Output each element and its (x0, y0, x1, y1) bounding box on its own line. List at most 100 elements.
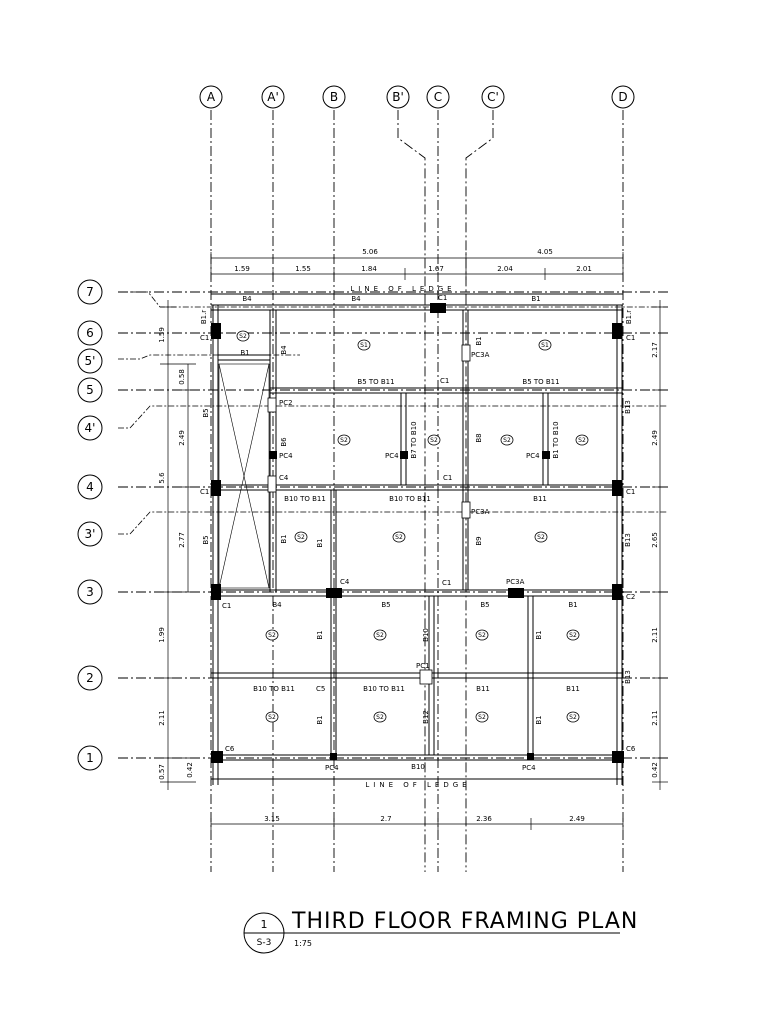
slab-tag-s2: S2 (500, 434, 514, 446)
column-outline (419, 669, 433, 685)
column (508, 588, 524, 598)
beam-label: B10 TO B11 (363, 685, 405, 693)
beam-label: B1 (475, 336, 483, 345)
dim-top-seg: 1.84 (361, 265, 377, 273)
column-label: PC4 (526, 452, 540, 460)
sheet-number: S-3 (257, 938, 272, 948)
ledge-lines: LINE OF LEDGE LINE OF LEDGE (211, 285, 623, 789)
dim-left: 1.99 (158, 627, 166, 643)
svg-text:S2: S2 (569, 632, 577, 639)
column-label: C5 (316, 685, 325, 693)
slab-tag-s2: S2 (392, 531, 406, 543)
dim-right: 2.17 (651, 342, 659, 358)
beam-label: B12 (422, 710, 430, 724)
column-label: C1 (626, 334, 635, 342)
dim-top-seg: 2.01 (576, 265, 592, 273)
svg-text:S2: S2 (430, 437, 438, 444)
column-label: PC3A (471, 351, 490, 359)
slab-tag-s2: S2 (534, 531, 548, 543)
svg-text:S2: S2 (239, 333, 247, 340)
column-label: C1 (438, 294, 447, 302)
slab-tags: S2 S1 S1 S2 S2 S2 S2 S2 S2 S2 S2 S2 S2 S… (236, 330, 589, 723)
beam-label: B10 TO B11 (389, 495, 431, 503)
grid-label-a: A (207, 90, 216, 104)
grid-label-2: 2 (86, 671, 94, 685)
column-label: PC2 (279, 399, 293, 407)
beam-label: B1 (280, 534, 288, 543)
grid-label-4-prime: 4' (85, 421, 96, 435)
beams (211, 304, 623, 785)
svg-text:S2: S2 (376, 632, 384, 639)
slab-tag-s2: S2 (575, 434, 589, 446)
grid-label-1: 1 (86, 751, 94, 765)
column (612, 584, 622, 600)
beam-label: B4 (272, 601, 282, 609)
column-label: C2 (626, 593, 635, 601)
grid-label-3: 3 (86, 585, 94, 599)
slab-tag-s2: S2 (475, 629, 489, 641)
dim-left: 2.49 (178, 430, 186, 446)
beam-label: B6 (280, 437, 288, 447)
beam-label: B9 (475, 536, 483, 545)
slab-tag-s2: S2 (373, 711, 387, 723)
beam-label: B5 (480, 601, 489, 609)
beam-label: B1 (531, 295, 540, 303)
column (211, 584, 221, 600)
drawing-title: THIRD FLOOR FRAMING PLAN (291, 909, 638, 934)
dim-bottom-seg: 2.36 (476, 815, 492, 823)
beam-label: B5 TO B11 (357, 378, 394, 386)
column-label: C1 (200, 488, 209, 496)
title-block: 1 S-3 THIRD FLOOR FRAMING PLAN 1:75 (243, 909, 638, 954)
grid-label-a-prime: A' (267, 90, 279, 104)
dim-bottom-seg: 2.7 (380, 815, 391, 823)
bottom-dimensions: 3.15 2.7 2.36 2.49 (210, 815, 624, 830)
beam-label: B4 (351, 295, 361, 303)
beam-label: B10 (411, 763, 425, 771)
slab-tag-s2: S2 (265, 711, 279, 723)
column (612, 323, 622, 339)
column-label: C1 (200, 334, 209, 342)
beam-label: B1 (316, 538, 324, 547)
dim-top-seg: 2.04 (497, 265, 513, 273)
dim-left: 0.58 (178, 369, 186, 385)
grid-label-3-prime: 3' (85, 527, 96, 541)
beam-label: B1 (240, 349, 249, 357)
column (542, 451, 550, 459)
column (612, 480, 622, 496)
beam-label: B11 (533, 495, 547, 503)
grid-label-4: 4 (86, 480, 94, 494)
grid-label-b-prime: B' (392, 90, 404, 104)
beam-label: B5 (381, 601, 390, 609)
column-label: PC4 (325, 764, 339, 772)
dim-top-seg: 1.67 (428, 265, 444, 273)
slab-tag-s2: S2 (236, 330, 250, 342)
grid-label-6: 6 (86, 326, 94, 340)
beam-label: B5 (202, 408, 210, 417)
columns (211, 303, 624, 763)
detail-number: 1 (261, 918, 268, 931)
dim-right: 2.11 (651, 627, 659, 643)
dim-right: 2.11 (651, 710, 659, 726)
dim-left: 1.59 (158, 327, 166, 343)
grid-label-7: 7 (86, 285, 94, 299)
grid-bubbles-columns: A A' B B' C C' D (199, 85, 635, 109)
svg-text:S2: S2 (478, 632, 486, 639)
svg-text:S2: S2 (578, 437, 586, 444)
beam-labels: B4 B4 B1 B1 B5 TO B11 B5 TO B11 B10 TO B… (200, 295, 633, 771)
drawing-scale: 1:75 (294, 939, 312, 948)
dim-right: 2.49 (651, 430, 659, 446)
ledge-label-bottom: LINE OF LEDGE (365, 781, 470, 789)
beam-label: B1 (316, 715, 324, 724)
dim-right: 2.65 (651, 532, 659, 548)
slab-tag-s2: S2 (475, 711, 489, 723)
beam-label: B1 (316, 630, 324, 639)
beam-label: B1 (568, 601, 577, 609)
svg-text:S2: S2 (503, 437, 511, 444)
beam-label: B13 (624, 533, 632, 547)
dim-bottom-seg: 3.15 (264, 815, 280, 823)
stair-opening (218, 363, 270, 589)
column-label: PC4 (385, 452, 399, 460)
dim-right: 0.42 (651, 762, 659, 778)
slab-tag-s2: S2 (566, 711, 580, 723)
